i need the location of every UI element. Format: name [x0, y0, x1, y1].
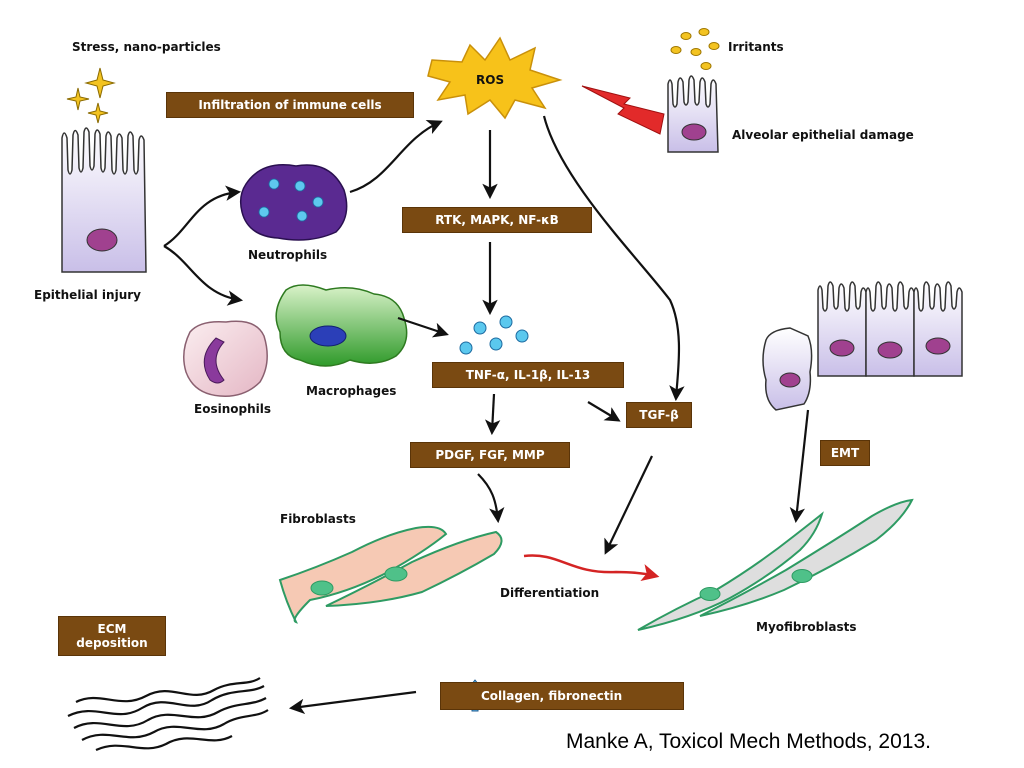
- eosinophils-label: Eosinophils: [194, 402, 271, 416]
- irritant-particles-icon: [670, 28, 720, 70]
- pathway-arrows: [163, 115, 810, 715]
- sparkle-icon: [66, 67, 116, 124]
- neutrophils-label: Neutrophils: [248, 248, 328, 262]
- cytokine-particles-icon: [459, 315, 529, 355]
- cytokines-box: TNF-α, IL-1β, IL-13: [432, 362, 624, 388]
- fibroblast-icon: [278, 525, 503, 624]
- neutrophil-icon: [239, 164, 348, 241]
- growth-factors-box: PDGF, FGF, MMP: [410, 442, 570, 468]
- collagen-box: Collagen, fibronectin: [440, 682, 684, 710]
- tgf-box: TGF-β: [626, 402, 692, 428]
- epithelial-layer-icon: [762, 281, 963, 411]
- epithelial-cell-icon: [61, 127, 147, 273]
- differentiation-arrow: [523, 554, 660, 582]
- ecm-box: ECM deposition: [58, 616, 166, 656]
- alveolar-cell-icon: [667, 75, 719, 153]
- ecm-box-line1: ECM: [97, 622, 127, 636]
- ecm-fibers-icon: [67, 677, 269, 751]
- rtk-box: RTK, MAPK, NF-κB: [402, 207, 592, 233]
- myofibroblasts-label: Myofibroblasts: [756, 620, 857, 634]
- fibroblasts-label: Fibroblasts: [280, 512, 356, 526]
- irritants-label: Irritants: [728, 40, 784, 54]
- macrophage-icon: [275, 284, 408, 367]
- epithelial-injury-label: Epithelial injury: [34, 288, 141, 302]
- eosinophil-icon: [183, 320, 268, 397]
- alveolar-damage-label: Alveolar epithelial damage: [732, 128, 914, 142]
- stress-label: Stress, nano-particles: [72, 40, 221, 54]
- ros-burst-icon: [427, 36, 563, 120]
- ros-label: ROS: [476, 73, 505, 87]
- damage-bolt-icon: [581, 85, 665, 135]
- infiltration-box: Infiltration of immune cells: [166, 92, 414, 118]
- differentiation-label: Differentiation: [500, 586, 600, 600]
- citation-text: Manke A, Toxicol Mech Methods, 2013.: [566, 730, 931, 753]
- ecm-box-line2: deposition: [76, 636, 148, 650]
- myofibroblast-icon: [637, 498, 914, 631]
- macrophages-label: Macrophages: [306, 384, 397, 398]
- emt-box: EMT: [820, 440, 870, 466]
